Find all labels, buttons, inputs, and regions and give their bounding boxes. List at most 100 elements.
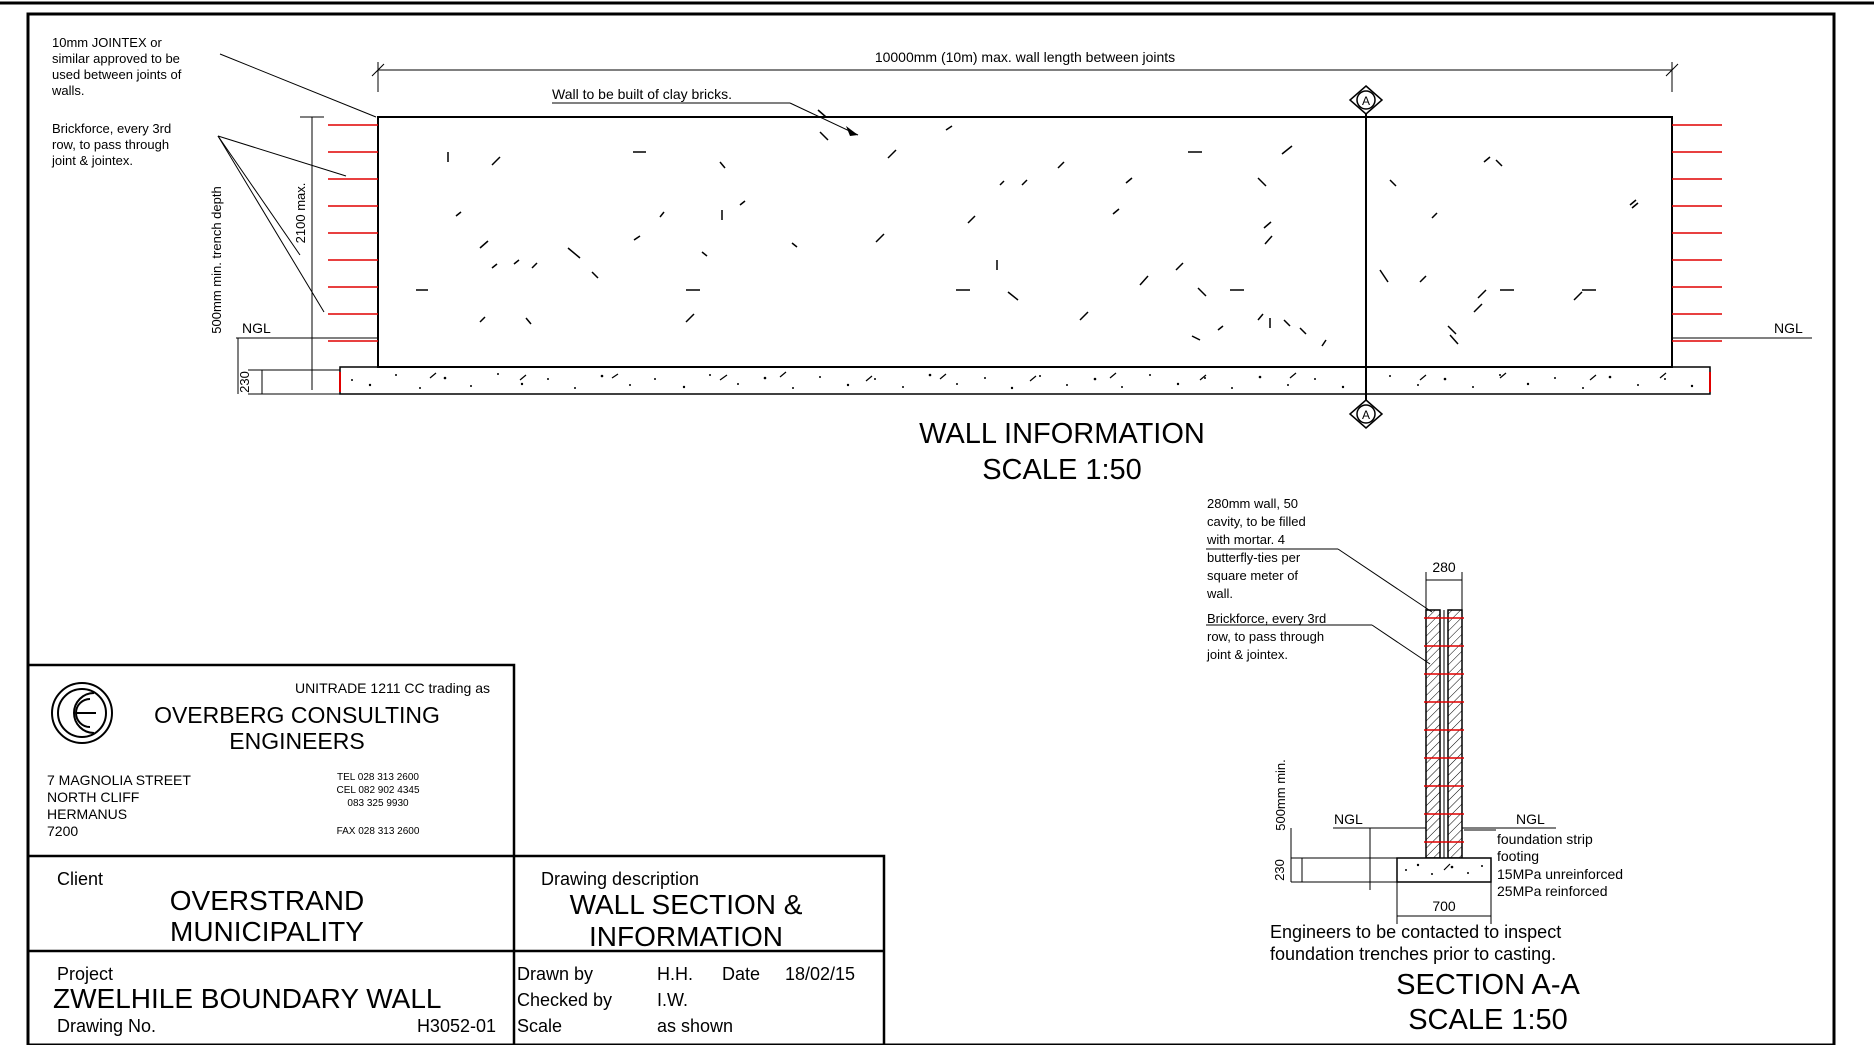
section-marker-label: A [1362, 94, 1370, 108]
brickforce-note-line: Brickforce, every 3rd [52, 121, 171, 136]
description-label: Drawing description [541, 869, 699, 889]
inspection-note-line: foundation trenches prior to casting. [1270, 944, 1556, 964]
wall-elevation [217, 53, 1812, 429]
drawn-by-label: Drawn by [517, 964, 593, 984]
section-brickforce-note-line: joint & jointex. [1206, 647, 1288, 662]
elevation-scale: SCALE 1:50 [982, 454, 1142, 486]
section-wall-note-line: cavity, to be filled [1207, 514, 1306, 529]
section-ngl-label-left: NGL [1334, 811, 1363, 827]
address-line: HERMANUS [47, 806, 127, 822]
title-block [28, 663, 886, 1045]
section-brickforce-note-line: Brickforce, every 3rd [1207, 611, 1326, 626]
section-brickforce-note: Brickforce, every 3rd row, to pass throu… [1206, 611, 1326, 662]
section-width-label: 280 [1432, 559, 1456, 575]
height-dimension-label: 2100 max. [293, 183, 308, 244]
section-wall-note-line: with mortar. 4 [1206, 532, 1285, 547]
section-ngl-label-right: NGL [1516, 811, 1545, 827]
project-name: ZWELHILE BOUNDARY WALL [53, 983, 441, 1014]
section-leaders [1206, 548, 1496, 831]
section-dimensions [1290, 572, 1492, 924]
description-value: WALL SECTION & [570, 889, 803, 920]
drawing-no-label: Drawing No. [57, 1016, 156, 1036]
section-footing-note-line: footing [1497, 848, 1539, 864]
trench-dimension-label: 500mm min. trench depth [209, 186, 224, 333]
material-note: Wall to be built of clay bricks. [552, 86, 732, 102]
section-footing-mark [1443, 863, 1451, 871]
drawing-frame [26, 12, 1836, 1045]
section-footing-note: foundation strip footing 15MPa unreinfor… [1497, 831, 1623, 899]
contact-cel: CEL 082 902 4345 [336, 785, 419, 796]
section-marker-bottom [1348, 399, 1384, 429]
checked-by: I.W. [657, 990, 688, 1010]
drawn-by: H.H. [657, 964, 693, 984]
footing-aggregate-strokes [429, 371, 1667, 382]
brickforce-note-line: joint & jointex. [51, 153, 133, 168]
description-value: INFORMATION [589, 921, 783, 952]
section-depth-label: 500mm min. [1273, 759, 1288, 831]
brick-texture [416, 109, 1639, 347]
checked-by-label: Checked by [517, 990, 612, 1010]
section-aa-drawing [1206, 548, 1556, 924]
section-brickforce-note-line: row, to pass through [1207, 629, 1324, 644]
company-address: 7 MAGNOLIA STREET NORTH CLIFF HERMANUS 7… [47, 772, 191, 839]
jointex-note-line: 10mm JOINTEX or [52, 35, 162, 50]
height-dimensions [237, 116, 340, 395]
section-scale: SCALE 1:50 [1408, 1004, 1568, 1036]
brickforce-note: Brickforce, every 3rd row, to pass throu… [51, 121, 171, 168]
section-wall-note-line: wall. [1206, 586, 1233, 601]
leader-arrow [846, 126, 858, 136]
company-name: ENGINEERS [229, 728, 364, 754]
jointex-note-line: similar approved to be [52, 51, 180, 66]
scale-value: as shown [657, 1016, 733, 1036]
drawing-no: H3052-01 [417, 1016, 496, 1036]
brickforce-right [1672, 124, 1722, 342]
section-marker-label: A [1362, 408, 1370, 422]
section-wall-leaf-left [1425, 609, 1441, 859]
trading-as: UNITRADE 1211 CC trading as [295, 680, 490, 696]
contact-fax: FAX 028 313 2600 [337, 826, 420, 837]
company-logo [51, 682, 113, 744]
contact-cel: 083 325 9930 [347, 798, 409, 809]
section-footing-note-line: foundation strip [1497, 831, 1593, 847]
section-footing-width-label: 700 [1432, 898, 1456, 914]
ngl-label-right: NGL [1774, 320, 1803, 336]
address-line: 7 MAGNOLIA STREET [47, 772, 191, 788]
brickforce-note-line: row, to pass through [52, 137, 169, 152]
brickforce-left [328, 124, 378, 342]
date-value: 18/02/15 [785, 964, 855, 984]
ngl-label-left: NGL [242, 320, 271, 336]
section-marker-top [1348, 85, 1384, 115]
leaders [217, 53, 859, 313]
address-line: NORTH CLIFF [47, 789, 139, 805]
jointex-note-line: used between joints of [52, 67, 182, 82]
section-brickforce [1424, 617, 1464, 843]
jointex-note: 10mm JOINTEX or similar approved to be u… [51, 35, 182, 98]
address-line: 7200 [47, 823, 78, 839]
client-name: MUNICIPALITY [170, 916, 364, 947]
date-label: Date [722, 964, 760, 984]
project-label: Project [57, 964, 113, 984]
client-label: Client [57, 869, 103, 889]
section-footing-height-label: 230 [1272, 859, 1287, 881]
wall-footing [339, 366, 1711, 395]
section-wall-note-line: square meter of [1207, 568, 1298, 583]
jointex-note-line: walls. [51, 83, 85, 98]
section-footing-aggregate [1405, 863, 1483, 875]
length-dimension-label: 10000mm (10m) max. wall length between j… [875, 49, 1175, 65]
section-wall-leaf-right [1447, 609, 1463, 859]
footing-dimension-label: 230 [237, 371, 252, 393]
wall-body [377, 116, 1673, 368]
section-wall-note-line: butterfly-ties per [1207, 550, 1301, 565]
company-name: OVERBERG CONSULTING [154, 702, 440, 728]
company-contacts: TEL 028 313 2600 CEL 082 902 4345 083 32… [336, 772, 419, 837]
client-name: OVERSTRAND [170, 885, 364, 916]
section-title: SECTION A-A [1396, 969, 1580, 1001]
scale-label: Scale [517, 1016, 562, 1036]
section-wall-note-line: 280mm wall, 50 [1207, 496, 1298, 511]
elevation-title: WALL INFORMATION [919, 418, 1205, 450]
length-dimension [371, 62, 1679, 92]
footing-aggregate [351, 373, 1694, 390]
contact-tel: TEL 028 313 2600 [337, 772, 419, 783]
section-footing-note-line: 25MPa reinforced [1497, 883, 1608, 899]
